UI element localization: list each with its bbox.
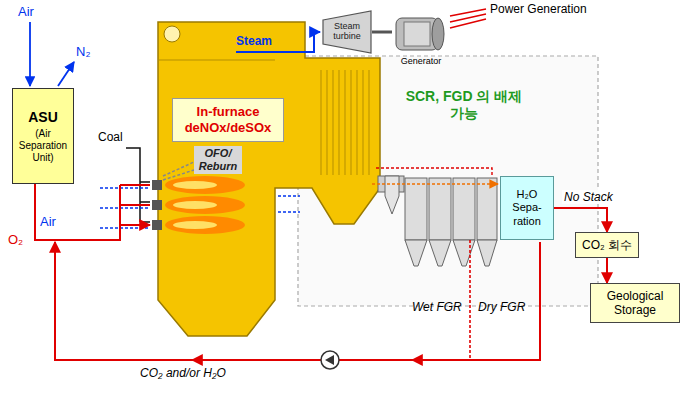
- drawing-path: [412, 359, 420, 361]
- note-label: SCR, FGD 의 배제 가능: [398, 88, 530, 122]
- drawing-ellipse: [165, 216, 245, 234]
- drawing-path: [55, 242, 540, 360]
- storage-box: Geological Storage: [590, 283, 680, 323]
- drawing-rect: [429, 178, 451, 240]
- drawing-path: [376, 168, 492, 176]
- drawing-path: [325, 355, 334, 365]
- zone-label: OFO/ Reburn: [194, 146, 242, 174]
- turbine-box: Steam turbine: [322, 10, 372, 54]
- fuel-label: Coal: [98, 130, 123, 144]
- drawing-circle: [321, 351, 339, 369]
- node-text: Geological Storage: [595, 289, 675, 318]
- flow-label: Air: [40, 214, 56, 230]
- drawing-path: [469, 240, 471, 360]
- drawing-path: [385, 176, 399, 214]
- node-text: CO₂ 회수: [582, 237, 632, 254]
- drawing-ellipse: [173, 201, 217, 209]
- furnace-box: In-furnace deNOx/deSOx: [172, 98, 284, 142]
- drawing-ellipse: [165, 196, 245, 214]
- drawing-ellipse: [165, 176, 245, 194]
- flow-label: O₂: [8, 232, 23, 248]
- drawing-path: [100, 188, 150, 228]
- flow-label: Dry FGR: [478, 300, 525, 314]
- asu-box: ASU (Air Separation Unit): [12, 88, 74, 184]
- node-text: In-furnace deNOx/deSOx: [177, 104, 279, 135]
- flow-connector: [554, 208, 607, 232]
- drawing-path: [236, 32, 320, 52]
- node-text: H₂O Sepa- ration: [503, 188, 551, 228]
- drawing-ellipse: [432, 18, 444, 50]
- flow-label: Air: [18, 4, 34, 20]
- drawing-ellipse: [173, 181, 217, 189]
- drawing-rect: [152, 180, 162, 190]
- node-text: Steam turbine: [325, 22, 369, 42]
- flow-label: Steam: [236, 34, 272, 48]
- drawing-path: [29, 22, 31, 86]
- drawing-rect: [405, 178, 427, 240]
- drawing-rect: [404, 22, 430, 46]
- drawing-g: [165, 176, 245, 234]
- drawing-path: [372, 183, 498, 185]
- output-label: Power Generation: [490, 2, 587, 16]
- separator-box: H₂O Sepa- ration: [500, 176, 554, 240]
- drawing-path: [158, 22, 380, 336]
- capture-box: CO₂ 회수: [575, 232, 639, 258]
- drawing-g: [405, 178, 497, 266]
- drawing-rect: [152, 200, 162, 210]
- drawing-path: [477, 240, 497, 266]
- drawing-circle: [164, 26, 180, 42]
- drawing-rect: [477, 178, 497, 240]
- drawing-line: [158, 60, 275, 61]
- flow-label: N₂: [76, 44, 90, 60]
- node-text: (Air Separation Unit): [16, 128, 70, 164]
- connector-label: No Stack: [562, 190, 615, 204]
- node-text: Generator: [401, 56, 442, 66]
- drawing-path: [453, 240, 475, 266]
- drawing-path: [405, 240, 427, 266]
- flow-label: Wet FGR: [412, 300, 462, 314]
- drawing-rect: [453, 178, 475, 240]
- flow-connector: [372, 31, 392, 34]
- drawing-path: [163, 162, 194, 180]
- flow-label: CO₂ and/or H₂O: [140, 366, 226, 380]
- drawing-svg: [392, 14, 450, 54]
- drawing-path: [278, 196, 300, 212]
- drawing-rect: [152, 220, 162, 230]
- flow-connector: [606, 258, 608, 283]
- drawing-path: [192, 359, 200, 361]
- drawing-ellipse: [173, 221, 217, 229]
- drawing-path: [35, 184, 120, 240]
- drawing-rect: [318, 70, 370, 175]
- drawing-path: [429, 240, 451, 266]
- generator-box: Generator: [392, 14, 450, 66]
- drawing-path: [450, 9, 486, 28]
- node-text: ASU: [28, 109, 58, 125]
- drawing-path: [120, 185, 150, 225]
- drawing-path: [323, 11, 371, 53]
- drawing-path: [58, 62, 74, 86]
